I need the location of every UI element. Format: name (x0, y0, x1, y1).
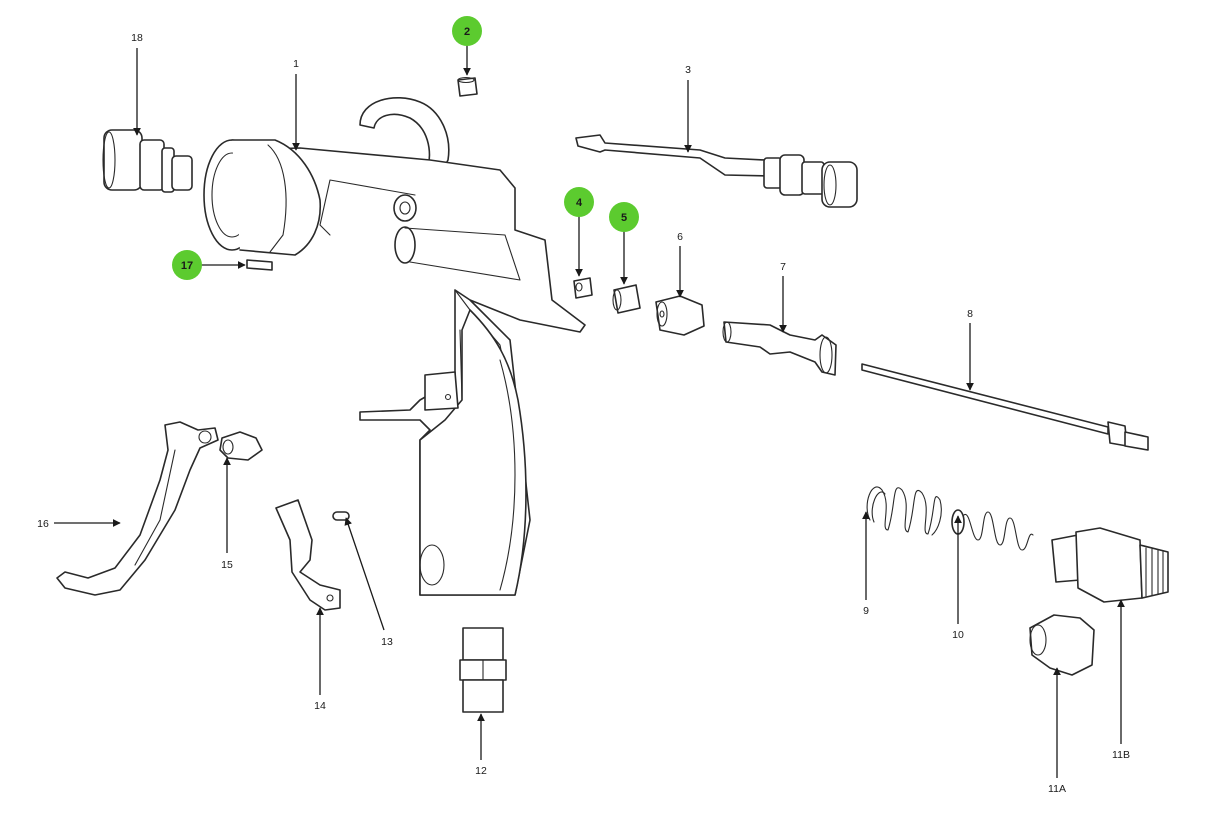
callout-14: 14 (314, 607, 326, 712)
part-1-gun-body (203, 97, 586, 596)
callout-label-6: 6 (677, 231, 683, 243)
part-3-assembly (575, 134, 858, 208)
callout-label-1: 1 (293, 58, 299, 70)
callout-label-14: 14 (314, 700, 326, 712)
callout-16: 16 (37, 518, 121, 530)
callout-label-16: 16 (37, 518, 49, 530)
callout-3: 3 (684, 64, 692, 153)
callout-8: 8 (966, 308, 974, 391)
part-18-cap (102, 129, 193, 193)
part-14-lever (275, 499, 341, 611)
part-5-bushing (612, 284, 641, 314)
callout-label-13: 13 (381, 636, 393, 648)
part-11b-fitting (1051, 527, 1169, 603)
callout-4[interactable]: 4 (564, 187, 594, 277)
part-2-cap (457, 76, 478, 97)
callout-label-7: 7 (780, 261, 786, 273)
callout-15: 15 (221, 457, 233, 571)
callout-label-12: 12 (475, 765, 487, 777)
callout-10: 10 (952, 515, 964, 641)
callout-label-17: 17 (181, 260, 193, 272)
part-15-nut (219, 431, 263, 461)
callout-2[interactable]: 2 (452, 16, 482, 76)
part-8-needle (861, 363, 1149, 451)
callout-label-10: 10 (952, 629, 964, 641)
callout-17[interactable]: 17 (172, 250, 246, 280)
part-10-spring (951, 509, 1034, 551)
callout-label-15: 15 (221, 559, 233, 571)
callout-7: 7 (779, 261, 787, 333)
callout-18: 18 (131, 32, 143, 136)
callout-label-9: 9 (863, 605, 869, 617)
part-7-valve (722, 321, 837, 376)
part-11a-fitting (1029, 614, 1095, 676)
callout-label-8: 8 (967, 308, 973, 320)
callout-6: 6 (676, 231, 684, 298)
callout-label-11b: 11B (1112, 749, 1130, 761)
part-16-trigger (56, 421, 219, 596)
part-12-nipple (459, 627, 507, 713)
callout-label-5: 5 (621, 212, 627, 224)
part-6-nut (655, 295, 705, 336)
callout-label-2: 2 (464, 26, 470, 38)
callout-label-3: 3 (685, 64, 691, 76)
part-4-seal (573, 277, 593, 299)
callout-12: 12 (475, 713, 487, 777)
callout-5[interactable]: 5 (609, 202, 639, 285)
callout-11b: 11B (1112, 599, 1130, 761)
callout-label-11a: 11A (1048, 783, 1066, 795)
callout-label-18: 18 (131, 32, 143, 44)
callout-label-4: 4 (576, 197, 583, 209)
callout-1: 1 (292, 58, 300, 151)
callout-9: 9 (862, 511, 870, 617)
part-17-washer (246, 259, 273, 271)
part-9-spring (866, 486, 942, 536)
callout-13: 13 (344, 517, 393, 648)
callout-11a: 11A (1048, 667, 1066, 795)
